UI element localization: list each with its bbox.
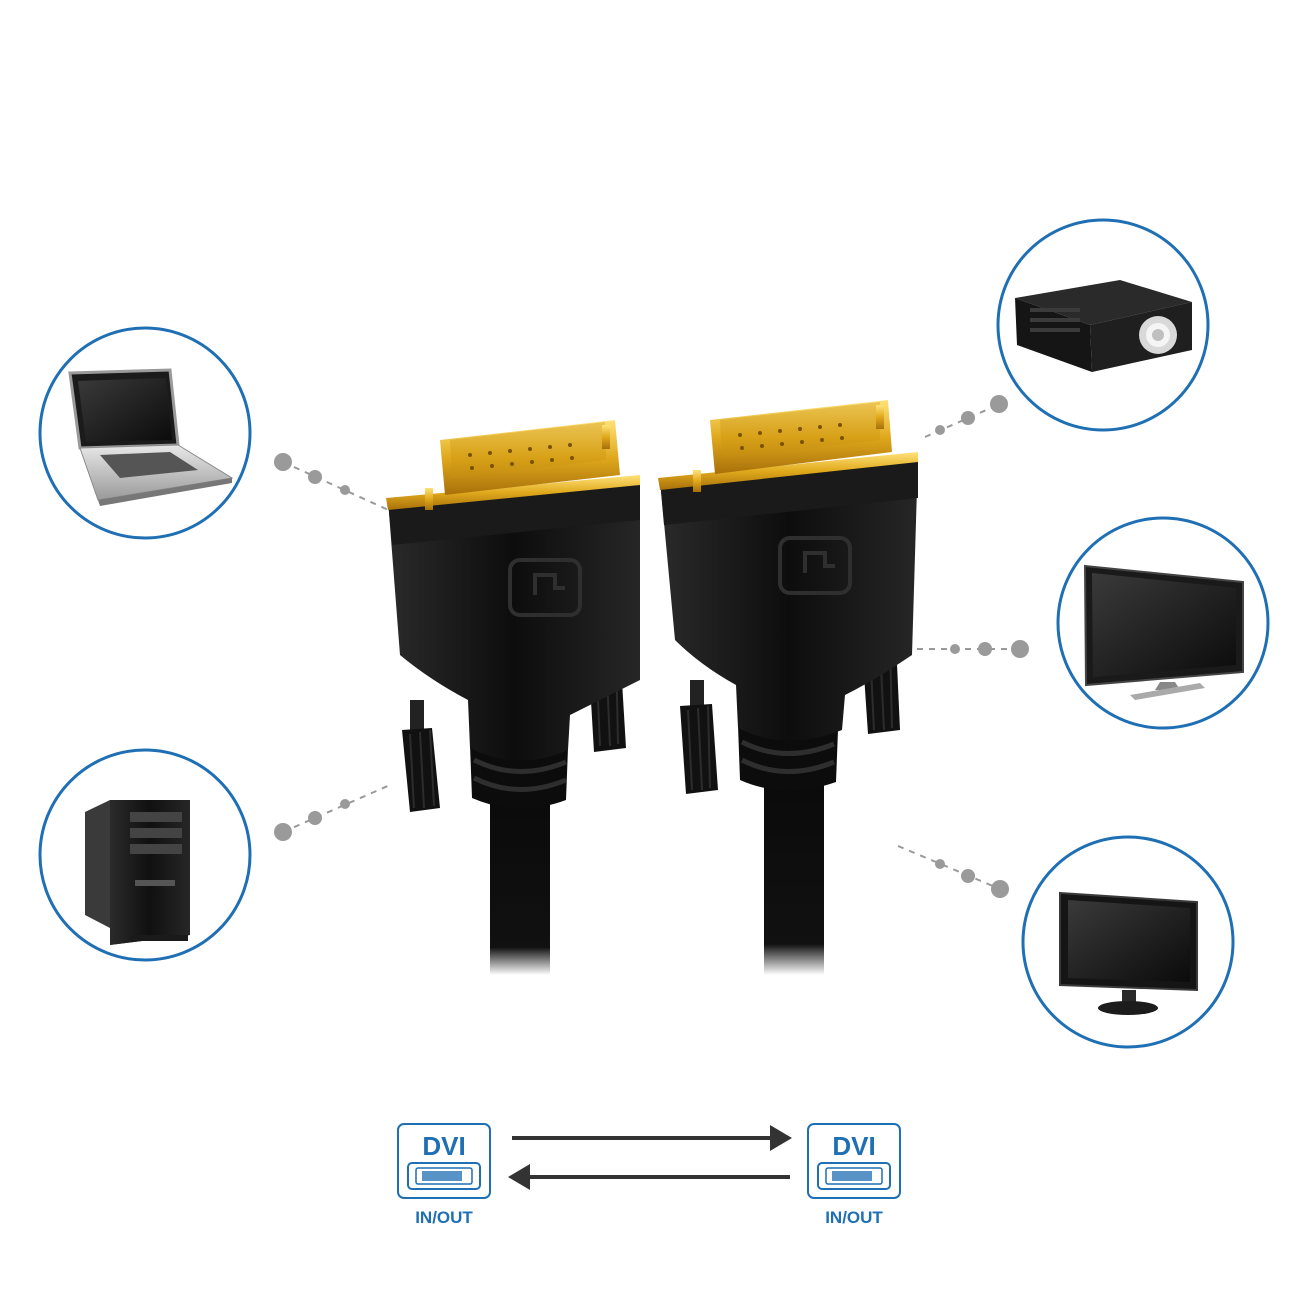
direction-label-right: IN/OUT [825,1208,883,1227]
projector-icon [1015,280,1192,372]
laptop-icon [68,368,234,506]
tv-icon [1083,564,1244,700]
dvi-port-badge-left: DVI [397,1123,491,1199]
arrow-left-icon [508,1164,790,1190]
dvi-port-badge-right: DVI [807,1123,901,1199]
laptop-connection-line [274,453,396,514]
tower-connection-line [274,784,391,841]
projector-connection-line [924,395,1008,438]
dvi-plug-icon [407,1162,481,1190]
dvi-label-right: DVI [832,1131,875,1161]
arrow-right-icon [512,1125,792,1151]
pc-tower-icon [85,800,190,945]
tv-circle [1056,516,1270,730]
bidirectional-arrows [508,1125,792,1190]
dvi-connector-right [658,400,918,975]
direction-label-left: IN/OUT [415,1208,473,1227]
laptop-circle [38,326,252,540]
connection-lines [274,395,1029,898]
pc-tower-circle [38,748,252,962]
tv-connection-line [905,640,1029,658]
monitor-connection-line [897,845,1009,898]
dvi-plug-icon [817,1162,891,1190]
monitor-icon [1059,891,1198,1015]
monitor-circle [1021,835,1235,1049]
dvi-label-left: DVI [422,1131,465,1161]
projector-circle [996,218,1210,432]
dvi-connector-left [386,420,640,975]
